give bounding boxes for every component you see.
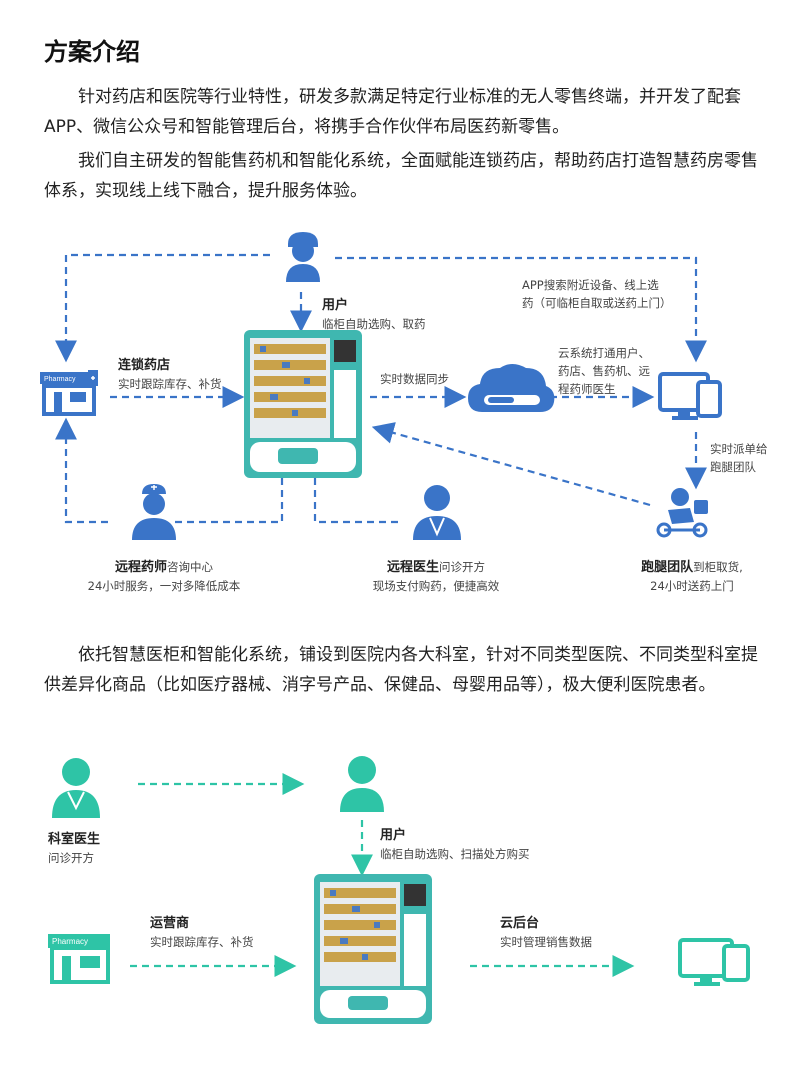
d2-user-label: 用户临柜自助选购、扫描处方购买	[380, 828, 530, 861]
pharmacist-to-pharmacy-line	[55, 417, 108, 524]
pharmacy-sign-text: Pharmacy	[44, 376, 76, 383]
cloud-icon	[468, 364, 555, 412]
machine-to-pharmacist-line	[172, 478, 284, 524]
intro-paragraph: 针对药店和医院等行业特性，研发多款满足特定行业标准的无人零售终端，并开发了配套A…	[44, 87, 741, 137]
hospital-vending-machine-image	[306, 874, 440, 1024]
pharmacy-paragraph: 我们自主研发的智能售药机和智能化系统，全面赋能连锁药店，帮助药店打造智慧药房零售…	[44, 151, 758, 201]
d1-app-label: APP搜索附近设备、线上选药（可临柜自取或送药上门）	[522, 278, 672, 310]
d2-operator-label: 运营商实时跟踪库存、补货	[150, 916, 254, 949]
user-icon	[286, 232, 320, 282]
d1-cloud-label: 云系统打通用户、药店、售药机、远程药师医生	[558, 346, 650, 396]
hospital-paragraph: 依托智慧医柜和智能化系统，铺设到医院内各大科室，针对不同类型医院、不同类型科室提…	[44, 645, 758, 695]
computer-phone-icon-green	[678, 938, 750, 986]
d2-doctor-label: 科室医生问诊开方	[48, 832, 101, 865]
machine-to-doctor-line	[313, 478, 400, 524]
pharmacy-flow-diagram: Pharmacy	[40, 232, 722, 540]
d1-pharmacy-label: 连锁药店实时跟踪库存、补货	[118, 358, 222, 391]
runner-to-machine-line	[371, 422, 651, 507]
page-title: 方案介绍	[44, 38, 140, 66]
hospital-flow-diagram: Pharmacy	[48, 756, 750, 986]
d1-dispatch-label: 实时派单给跑腿团队	[710, 442, 768, 474]
d1-sync-label: 实时数据同步	[380, 372, 449, 386]
d1-doctor-label: 远程医生问诊开方现场支付购药，便捷高效	[372, 560, 500, 593]
operator-store-icon: Pharmacy	[48, 934, 110, 984]
pharmacist-icon	[132, 484, 176, 540]
computer-phone-icon	[658, 372, 722, 420]
department-doctor-icon	[52, 758, 100, 818]
d1-runner-label: 跑腿团队到柜取货,24小时送药上门	[641, 560, 743, 593]
user-to-pharmacy-line	[55, 253, 270, 363]
d1-user-label: 用户临柜自助选购、取药	[322, 298, 426, 331]
user-to-terminal-line	[335, 256, 707, 363]
user-icon-green	[340, 756, 384, 812]
doctor-icon	[413, 485, 461, 540]
pharmacy-store-icon: Pharmacy	[40, 370, 98, 416]
operator-sign-text: Pharmacy	[52, 937, 88, 946]
d2-cloud-label: 云后台实时管理销售数据	[500, 916, 592, 949]
courier-scooter-icon	[656, 488, 708, 538]
vending-machine-image	[234, 330, 372, 480]
